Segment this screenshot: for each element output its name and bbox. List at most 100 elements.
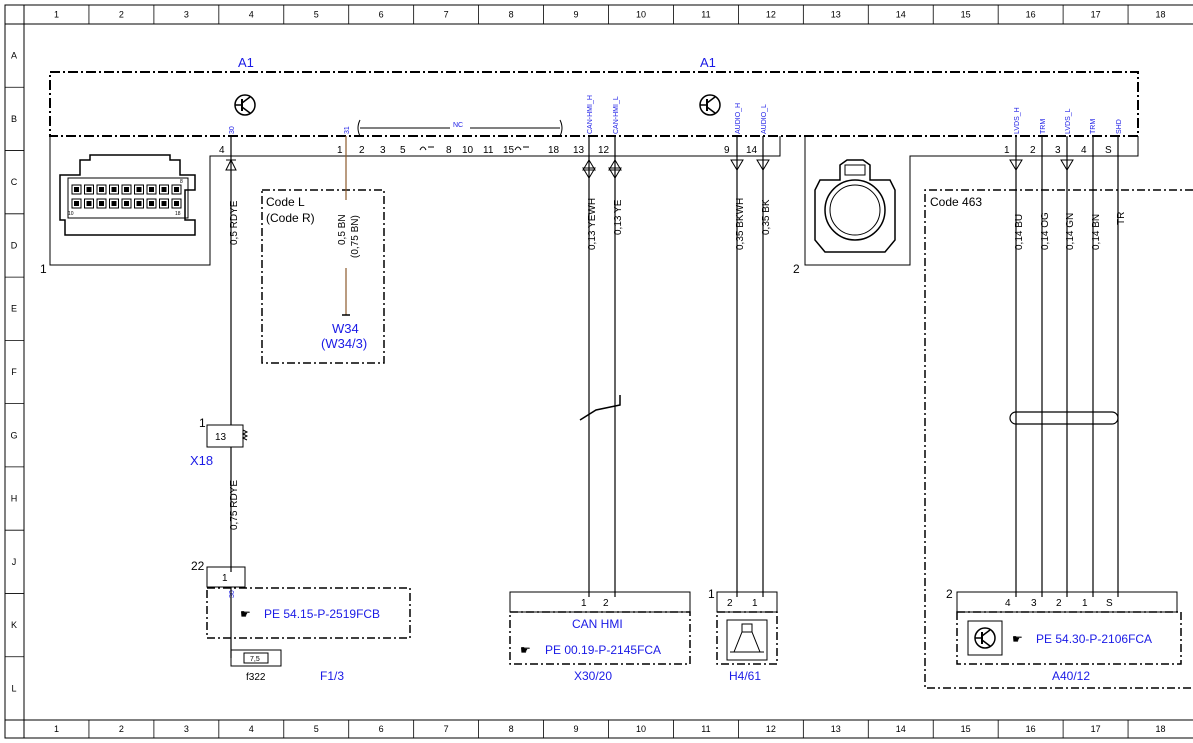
- svg-text:0,35 BKWH: 0,35 BKWH: [735, 198, 746, 250]
- svg-text:0,35 BK: 0,35 BK: [761, 199, 772, 235]
- svg-text:1: 1: [222, 573, 228, 584]
- svg-text:X30/20: X30/20: [574, 669, 612, 683]
- svg-text:TR: TR: [1116, 212, 1127, 225]
- a1-pin-names: 30 31 NC CAN-HMI_H CAN-HMI_L AUDIO_H AUD…: [229, 95, 1123, 134]
- speaker-icon: [726, 619, 768, 661]
- grid-column-label: 8: [509, 724, 514, 734]
- svg-text:(0,75 BN): (0,75 BN): [350, 215, 361, 258]
- svg-text:TRM: TRM: [1040, 119, 1047, 134]
- svg-text:12: 12: [598, 145, 610, 156]
- grid-column-label: 13: [831, 10, 841, 20]
- wire-30: 0,5 RDYE: [225, 136, 240, 425]
- grid-column-label: 18: [1156, 724, 1166, 734]
- svg-text:f322: f322: [246, 672, 266, 683]
- svg-text:0,75 RDYE: 0,75 RDYE: [229, 480, 240, 530]
- transistor-icon: [234, 94, 256, 116]
- connector-pin: [71, 184, 82, 195]
- connector-pin: [121, 198, 132, 209]
- grid-column-label: 4: [249, 10, 254, 20]
- f13-fuse-box: 22 1 30 ☛ PE 54.15-P-2519FCB 7,5 f322 F1…: [191, 559, 411, 683]
- svg-text:2: 2: [603, 598, 609, 609]
- connector-pin: [171, 198, 182, 209]
- connector-pin: [134, 184, 144, 195]
- svg-text:1: 1: [199, 416, 206, 430]
- grid-column-label: 16: [1026, 724, 1036, 734]
- wire-audio-h: 0,35 BKWH: [730, 136, 746, 597]
- grid-column-label: 18: [1156, 10, 1166, 20]
- svg-text:2: 2: [946, 587, 953, 601]
- grid-column-label: 7: [444, 10, 449, 20]
- svg-text:PE 54.15-P-2519FCB: PE 54.15-P-2519FCB: [264, 607, 380, 621]
- svg-text:H4/61: H4/61: [729, 669, 761, 683]
- round-connector-icon: [814, 159, 896, 253]
- svg-text:0,13 YE: 0,13 YE: [613, 199, 624, 235]
- grid-column-label: 11: [701, 724, 710, 734]
- svg-text:10: 10: [462, 145, 474, 156]
- svg-text:0,13 YEWH: 0,13 YEWH: [587, 198, 598, 250]
- connector-pin: [134, 198, 144, 209]
- grid-column-label: 10: [636, 724, 646, 734]
- wire-lvds-h: 0,14 BU: [1009, 136, 1025, 597]
- connector-pin: [121, 184, 132, 195]
- connector-pin: [159, 198, 169, 209]
- svg-text:0,5 BN: 0,5 BN: [337, 214, 348, 245]
- svg-text:1: 1: [1082, 598, 1088, 609]
- w34-label: W34: [332, 321, 359, 336]
- svg-text:LVDS_H: LVDS_H: [1014, 107, 1021, 134]
- svg-text:PE 54.30-P-2106FCA: PE 54.30-P-2106FCA: [1036, 632, 1152, 646]
- a1-view2-number: 2: [793, 262, 800, 276]
- connector-pin: [146, 184, 157, 195]
- hand-pointer-icon: ☛: [1012, 632, 1023, 646]
- grid-column-label: 16: [1026, 10, 1036, 20]
- hand-pointer-icon: ☛: [520, 643, 531, 657]
- svg-text:1: 1: [752, 598, 758, 609]
- grid-column-label: 2: [119, 724, 124, 734]
- x3020-connector: 1 2 CAN HMI ☛ PE 00.19-P-2145FCA X30/20: [509, 591, 691, 683]
- x18-connector: 13 1 X18 0,75 RDYE: [190, 416, 249, 572]
- code-r-label: (Code R): [266, 211, 315, 225]
- a1-housing: [49, 71, 1139, 137]
- svg-text:18: 18: [175, 211, 181, 217]
- svg-text:A40/12: A40/12: [1052, 669, 1090, 683]
- svg-text:AUDIO_L: AUDIO_L: [761, 104, 768, 134]
- svg-text:2: 2: [727, 598, 733, 609]
- grid-column-label: 2: [119, 10, 124, 20]
- connector-2-pin-numbers: 1 2 3 4 S: [1004, 145, 1112, 156]
- svg-text:7,5: 7,5: [250, 656, 260, 663]
- grid-column-label: 10: [636, 10, 646, 20]
- grid-column-label: 5: [314, 10, 319, 20]
- grid-column-label: 3: [184, 10, 189, 20]
- grid-column-label: 14: [896, 724, 906, 734]
- grid-column-label: 4: [249, 724, 254, 734]
- grid-column-label: 6: [379, 724, 384, 734]
- wire-can-hmi-l: 0,13 YE: [608, 136, 624, 597]
- svg-text:18: 18: [548, 145, 560, 156]
- twisted-pair-icon: [579, 395, 621, 421]
- svg-text:F1/3: F1/3: [320, 669, 344, 683]
- svg-text:13: 13: [573, 145, 585, 156]
- a1-connector-1-outline: [49, 136, 781, 266]
- svg-text:30: 30: [229, 126, 236, 134]
- grid-column-label: 12: [766, 10, 776, 20]
- wire-31: 0,5 BN (0,75 BN): [337, 136, 361, 316]
- svg-text:22: 22: [191, 559, 205, 573]
- svg-text:11: 11: [483, 145, 494, 156]
- grid-row-label: H: [11, 494, 18, 504]
- grid-row-label: G: [10, 430, 17, 440]
- a1-left-label: A1: [238, 55, 254, 70]
- svg-text:1: 1: [1004, 145, 1010, 156]
- grid-column-label: 9: [574, 10, 579, 20]
- connector-pin: [146, 198, 157, 209]
- svg-text:SHD: SHD: [1116, 119, 1123, 134]
- svg-text:4: 4: [219, 145, 225, 156]
- code-463-label: Code 463: [930, 195, 982, 209]
- wire-audio-l: 0,35 BK: [756, 136, 772, 597]
- wire-shield: TR: [1116, 136, 1127, 597]
- svg-text:NC: NC: [453, 122, 463, 129]
- wire-can-hmi-h: 0,13 YEWH: [582, 136, 598, 597]
- svg-text:30: 30: [229, 590, 236, 598]
- grid-column-label: 1: [54, 724, 59, 734]
- svg-text:CAN-HMI_L: CAN-HMI_L: [613, 96, 620, 134]
- svg-text:8: 8: [446, 145, 452, 156]
